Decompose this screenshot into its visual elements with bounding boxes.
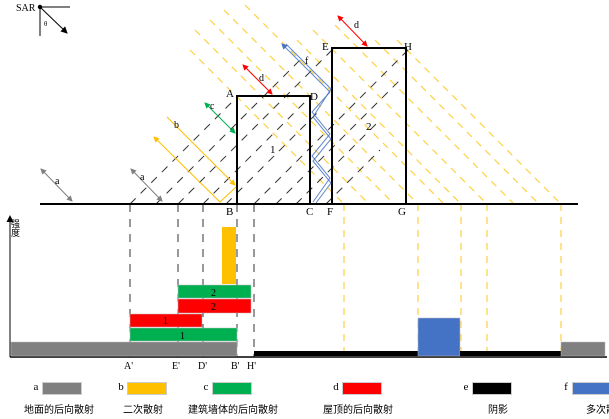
- wall-backscatter-arrow: [204, 102, 236, 134]
- legend-label: 屋顶的后向散射: [323, 405, 393, 416]
- legend-swatch: [572, 382, 609, 395]
- arrow-d2-label: d: [354, 20, 359, 31]
- wall-bar-1-label: 1: [180, 331, 185, 342]
- legend-swatch: [212, 382, 252, 395]
- wall-bar-2-label: 2: [211, 288, 216, 299]
- yellow-ray: [209, 19, 395, 205]
- arrow-b-label: b: [174, 120, 179, 131]
- building-1-label: 1: [270, 144, 276, 156]
- roof-bar-2-label: 2: [211, 302, 216, 313]
- intensity-axis-label: 强度: [9, 219, 20, 238]
- building-2: [331, 47, 407, 204]
- roof-bar-1-label: 1: [163, 316, 168, 327]
- incidence-angle-label: θ: [44, 20, 48, 28]
- legend-item-c: c 建筑墙体的后向散射: [188, 381, 310, 419]
- roof-backscatter-arrow-2: [337, 15, 368, 47]
- legend-swatch: [342, 382, 382, 395]
- yellow-ray: [334, 24, 515, 205]
- ground-backscatter-arrows: [40, 168, 163, 202]
- legend-letter: b: [118, 381, 124, 393]
- yellow-ray: [374, 39, 540, 205]
- point-d-prime-label: D': [198, 361, 207, 372]
- arrow-a2-label: a: [140, 172, 145, 183]
- arrow-d1-label: d: [259, 73, 264, 84]
- point-d-label: D: [310, 91, 318, 103]
- legend-letter: f: [564, 381, 568, 393]
- roof-backscatter-arrow-1: [242, 64, 273, 95]
- multiple-scattering-bar: [417, 317, 461, 357]
- black-projection-ray: [177, 47, 335, 205]
- yellow-ray: [244, 4, 445, 205]
- legend-letter: c: [203, 381, 209, 393]
- yellow-ray: [189, 49, 345, 205]
- legend-label: 建筑墙体的后向散射: [188, 405, 278, 416]
- legend-swatch: [42, 382, 82, 395]
- yellow-ray: [223, 9, 419, 205]
- point-f-label: F: [327, 206, 333, 218]
- legend-swatch: [472, 382, 512, 395]
- legend-item-a: a 地面的后向散射: [24, 381, 140, 419]
- double-bounce-arrows: [153, 116, 237, 203]
- legend-item-b: b 二次散射: [115, 381, 225, 419]
- sar-label: SAR: [16, 3, 36, 14]
- building-2-label: 2: [366, 121, 372, 133]
- wall-bar-1: [129, 327, 238, 342]
- yellow-ray: [396, 39, 562, 205]
- point-b-label: B: [226, 206, 233, 218]
- arrow-f-label: f: [305, 56, 309, 67]
- yellow-ray: [194, 29, 370, 205]
- legend-label: 多次散射: [586, 405, 609, 416]
- point-b-prime-label: B': [231, 361, 240, 372]
- multiple-scattering-arrows: [281, 43, 332, 204]
- legend-item-d: d 屋顶的后向散射: [323, 381, 440, 419]
- building-1: [236, 95, 311, 204]
- point-a-prime-label: A': [124, 361, 133, 372]
- shadow-bar-1: [254, 351, 418, 356]
- legend-item-e: e 阴影: [460, 381, 570, 419]
- yellow-ray: [296, 39, 462, 205]
- black-projection-ray: [325, 149, 381, 205]
- yellow-ray: [312, 29, 488, 205]
- double-bounce-bar: [222, 227, 236, 284]
- intensity-profile: 1 1 2 2 强度 A' E' D' B' H': [6, 215, 607, 372]
- point-g-label: G: [398, 206, 406, 218]
- roof-bar-1: [129, 313, 203, 328]
- legend-swatch: [127, 382, 167, 395]
- legend-label: 地面的后向散射: [24, 405, 94, 416]
- point-c-label: C: [306, 206, 313, 218]
- point-a-label: A: [226, 88, 234, 100]
- yellow-dashed-rays: [189, 4, 562, 356]
- black-projection-ray: [155, 59, 301, 205]
- point-h-label: H: [404, 41, 412, 53]
- black-dashed-projection-lines: [129, 47, 411, 357]
- legend-letter: a: [33, 381, 39, 393]
- legend-item-f: f 多次散射: [560, 381, 609, 419]
- roof-bar-2: [177, 298, 252, 314]
- wall-bar-2: [177, 284, 252, 299]
- arrow-c-label: c: [210, 101, 215, 112]
- black-projection-ray: [202, 95, 312, 205]
- legend-letter: e: [463, 381, 469, 393]
- sar-sensor: SAR θ: [16, 3, 70, 36]
- point-e-label: E: [322, 41, 329, 53]
- point-e-prime-label: E': [172, 361, 180, 372]
- ground-backscatter-bar: [10, 341, 238, 357]
- black-projection-ray: [225, 109, 321, 205]
- black-projection-ray: [129, 95, 239, 205]
- arrow-a1-label: a: [55, 176, 60, 187]
- legend-label: 二次散射: [123, 405, 163, 416]
- legend-letter: d: [333, 381, 339, 393]
- point-h-prime-label: H': [247, 361, 256, 372]
- legend-label: 阴影: [488, 405, 508, 416]
- ground-backscatter-bar-right: [560, 341, 606, 357]
- shadow-bar-2: [460, 351, 561, 356]
